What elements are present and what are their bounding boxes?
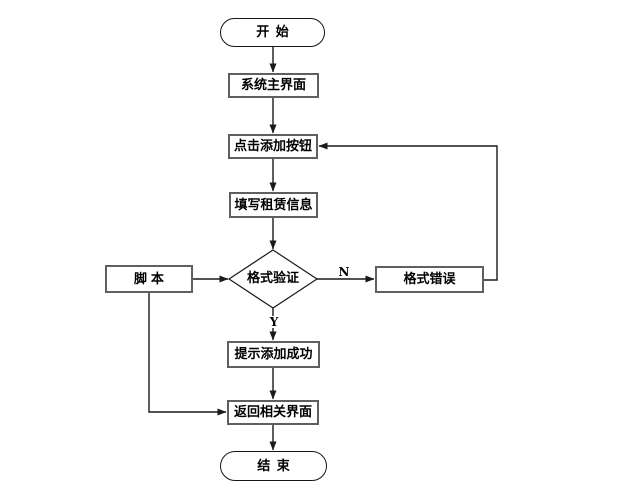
flowchart-node-success-tip: 提示添加成功 xyxy=(227,341,320,368)
flowchart-node-format-error: 格式错误 xyxy=(375,266,484,293)
edge-script-to-returnui xyxy=(148,293,227,416)
edge-label-no: N xyxy=(338,265,350,279)
flowchart-node-start: 开始 xyxy=(220,18,325,47)
edge-label-yes: Y xyxy=(267,315,281,329)
flowchart-node-fill-info: 填写租赁信息 xyxy=(229,192,318,218)
flowchart-node-end: 结束 xyxy=(220,451,327,481)
flowchart-node-main-ui: 系统主界面 xyxy=(228,73,319,98)
decision-diamond-shape xyxy=(227,249,319,309)
edge-formaterror-back-to-clickadd xyxy=(318,142,498,281)
flowchart-node-return-ui: 返回相关界面 xyxy=(227,400,319,425)
flowchart-node-click-add: 点击添加按钮 xyxy=(228,134,318,159)
flowchart-node-script: 脚本 xyxy=(105,265,193,293)
flowchart-node-validate-label: 格式验证 xyxy=(246,271,299,286)
